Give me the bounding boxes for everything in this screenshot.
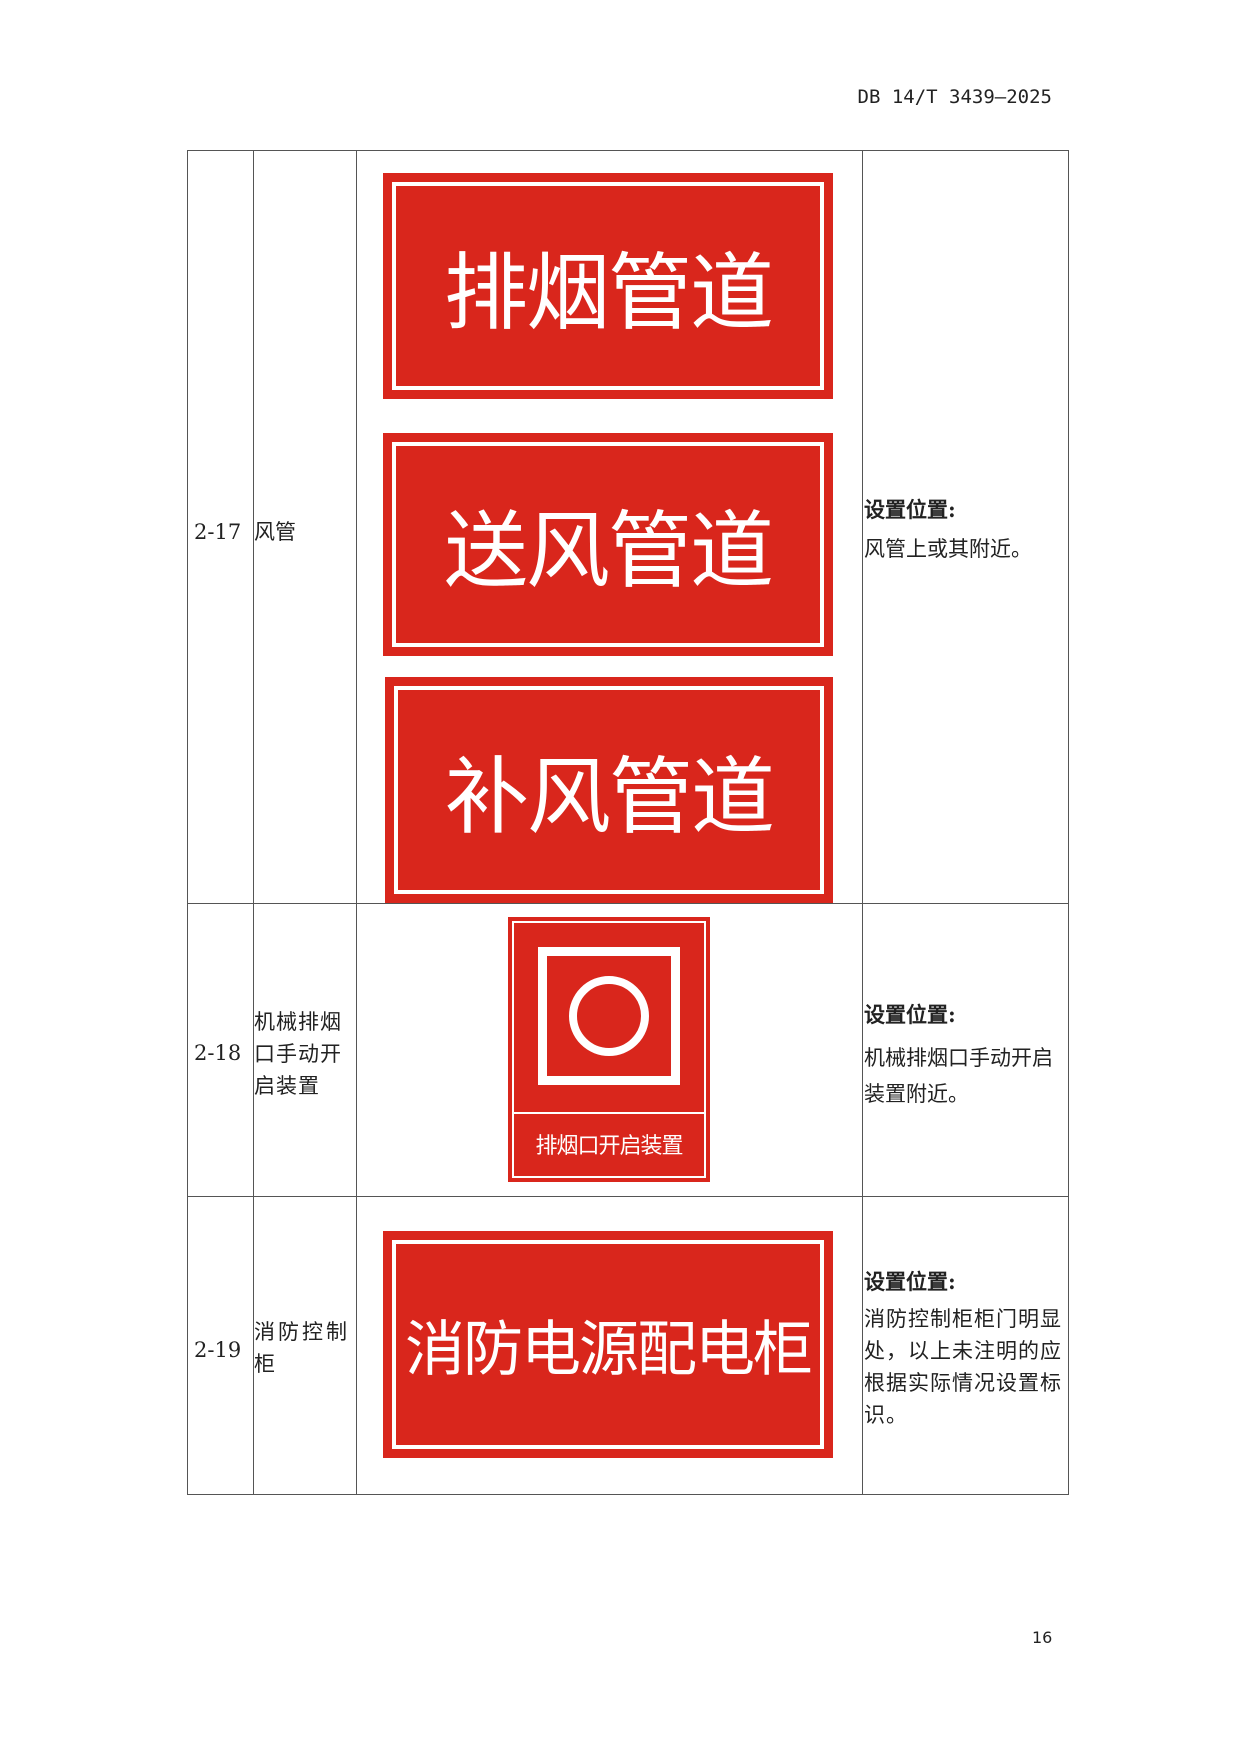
col-divider	[356, 150, 357, 1495]
row-name: 风管	[254, 520, 296, 544]
location-label: 设置位置:	[864, 1269, 956, 1294]
col-divider	[187, 150, 188, 1495]
sign-fire-power-cabinet: 消防电源配电柜	[383, 1231, 833, 1458]
row-divider	[187, 903, 1069, 904]
row-name: 消防控制柜	[254, 1320, 350, 1376]
circle-button-icon	[569, 976, 649, 1056]
table-border	[187, 150, 1069, 151]
col-divider	[862, 150, 863, 1495]
button-frame-icon	[538, 947, 680, 1085]
col-divider	[253, 150, 254, 1495]
location-text: 风管上或其附近。	[864, 537, 1032, 561]
sign-air-supply-duct: 送风管道	[383, 433, 833, 656]
sign-smoke-exhaust-duct: 排烟管道	[383, 173, 833, 399]
location-label: 设置位置:	[864, 497, 956, 522]
table-border	[187, 1494, 1069, 1495]
location-label: 设置位置:	[864, 1002, 956, 1027]
row-id: 2-17	[194, 520, 242, 544]
table-border	[1068, 150, 1069, 1495]
sign-makeup-air-duct: 补风管道	[385, 677, 833, 903]
page-number: 16	[1032, 1628, 1053, 1647]
location-text: 消防控制柜柜门明显处，以上未注明的应根据实际情况设置标识。	[864, 1307, 1062, 1427]
location-text: 机械排烟口手动开启装置附近。	[864, 1046, 1053, 1106]
row-id: 2-18	[194, 1041, 242, 1065]
row-name: 机械排烟口手动开启装置	[254, 1010, 342, 1098]
standard-number: DB 14/T 3439—2025	[857, 86, 1052, 108]
row-divider	[187, 1196, 1069, 1197]
row-id: 2-19	[194, 1338, 242, 1362]
sign-smoke-vent-opener: 排烟口开启装置	[508, 917, 710, 1182]
